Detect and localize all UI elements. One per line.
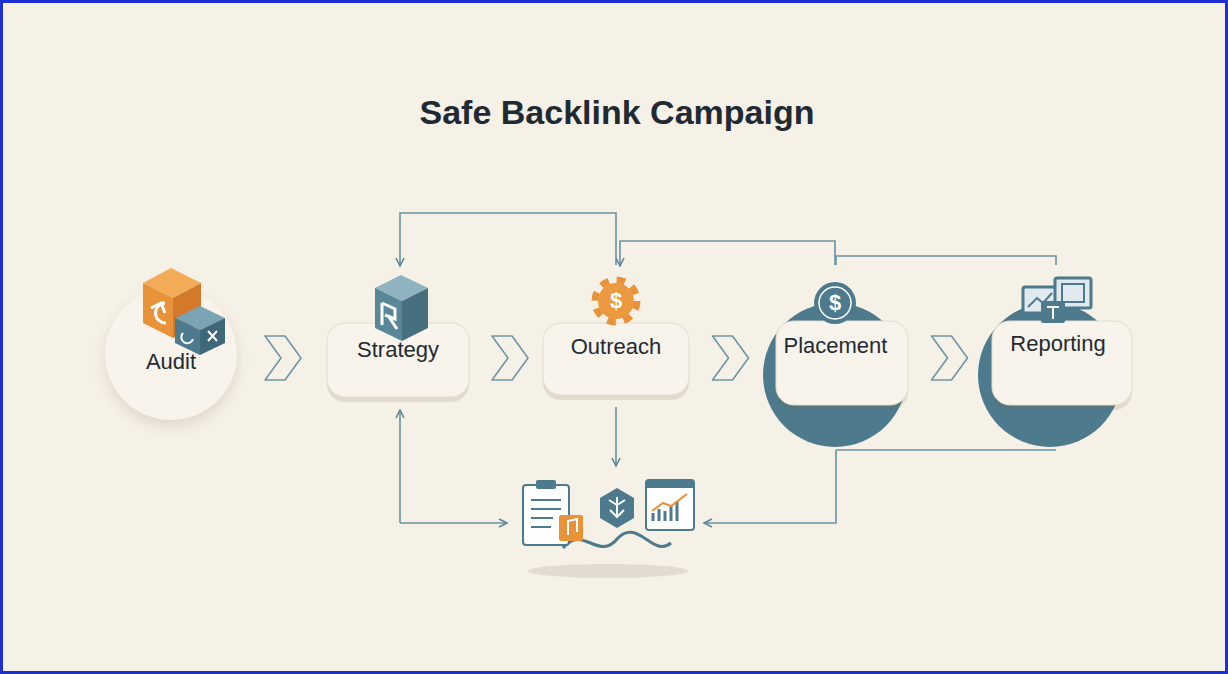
flow-chevron bbox=[492, 336, 528, 380]
hexagon bbox=[600, 488, 634, 528]
monitor-glyph bbox=[1047, 307, 1059, 319]
monitors-icon bbox=[1023, 278, 1091, 323]
diagram-title: Safe Backlink Campaign bbox=[3, 93, 1228, 132]
wire bbox=[615, 407, 617, 465]
node-label: Placement bbox=[758, 333, 913, 359]
shadow bbox=[528, 564, 688, 578]
monitor-chart bbox=[1028, 293, 1052, 307]
stage-badge: Reporting bbox=[978, 265, 1138, 450]
flow-chevron bbox=[713, 336, 749, 380]
cube-face bbox=[175, 318, 200, 355]
cube-face bbox=[375, 275, 428, 301]
card-shadow bbox=[992, 326, 1132, 410]
feedback-connector bbox=[400, 213, 616, 265]
gear-body bbox=[598, 283, 634, 319]
monitor bbox=[1023, 287, 1057, 313]
clipboard bbox=[523, 485, 569, 545]
card-face bbox=[992, 321, 1132, 405]
node-outline bbox=[758, 265, 913, 450]
chart-line bbox=[652, 494, 687, 511]
coin-ring bbox=[819, 287, 851, 319]
card-shadow bbox=[776, 326, 908, 410]
cube-glyph bbox=[382, 303, 397, 329]
node-label: Audit bbox=[105, 349, 237, 375]
node-outline bbox=[978, 265, 1138, 450]
chart-window bbox=[646, 480, 694, 530]
wire bbox=[400, 522, 506, 524]
chart-bars bbox=[653, 501, 677, 521]
strategy-icon bbox=[375, 275, 428, 341]
cube-glyph bbox=[151, 303, 166, 323]
note-box bbox=[559, 515, 583, 541]
flow-chevron bbox=[932, 336, 968, 380]
coin-icon bbox=[814, 282, 856, 324]
monitor bbox=[1041, 301, 1065, 323]
down-glyph bbox=[609, 497, 625, 517]
card-face bbox=[327, 323, 469, 397]
cube-face bbox=[200, 318, 225, 355]
clip bbox=[536, 480, 556, 489]
feedback-connector bbox=[836, 256, 1056, 265]
stage-card: Strategy bbox=[321, 265, 475, 405]
stage-circle: Audit bbox=[105, 288, 237, 420]
feedback-connector bbox=[836, 449, 1056, 451]
stage-card: Outreach bbox=[537, 265, 695, 405]
node-layer: Audit Strategy Outreach Placement Reporting bbox=[3, 3, 1228, 674]
connector-track bbox=[913, 358, 978, 359]
wave bbox=[563, 532, 671, 548]
connector-track bbox=[695, 358, 758, 359]
card-shadow bbox=[543, 328, 689, 400]
cube-face bbox=[402, 288, 428, 341]
gear-icon bbox=[595, 280, 637, 322]
badge-disc bbox=[763, 303, 907, 447]
window-bar bbox=[646, 480, 694, 488]
card-face bbox=[776, 321, 908, 405]
card-shadow bbox=[327, 328, 469, 402]
stage-badge: Placement bbox=[758, 265, 913, 450]
wire-layer bbox=[3, 3, 1228, 674]
icon-symbol: $ bbox=[815, 290, 855, 316]
badge-disc bbox=[978, 303, 1122, 447]
node-outline bbox=[537, 265, 695, 405]
text-layer: Safe Backlink Campaign $ $ bbox=[3, 3, 1228, 674]
cube-face bbox=[143, 283, 173, 338]
cube-face bbox=[175, 306, 225, 330]
gear-teeth bbox=[595, 280, 637, 322]
icon-symbol: $ bbox=[596, 288, 636, 314]
card-face bbox=[543, 323, 689, 395]
feedback-connector bbox=[620, 241, 835, 265]
node-label: Strategy bbox=[321, 337, 475, 363]
edge-layer bbox=[3, 3, 1228, 674]
monitor-frame bbox=[1062, 284, 1084, 302]
connector-track bbox=[475, 358, 537, 359]
wire bbox=[399, 411, 401, 523]
monitor bbox=[1055, 278, 1091, 308]
icon-layer bbox=[3, 3, 1228, 674]
cube-face bbox=[173, 283, 201, 338]
node-outline bbox=[321, 265, 475, 405]
node-label: Outreach bbox=[537, 334, 695, 360]
cube-face bbox=[375, 288, 402, 341]
wire bbox=[705, 450, 836, 523]
toolkit-illustration bbox=[523, 480, 694, 548]
list-lines bbox=[531, 500, 561, 527]
note-glyph bbox=[568, 519, 577, 535]
cube-glyph bbox=[181, 331, 217, 343]
connector-track bbox=[237, 358, 321, 359]
audit-icon bbox=[143, 268, 225, 355]
node-label: Reporting bbox=[978, 331, 1138, 357]
cube-face bbox=[143, 268, 201, 298]
coin-body bbox=[814, 282, 856, 324]
flow-chevron bbox=[265, 336, 301, 380]
